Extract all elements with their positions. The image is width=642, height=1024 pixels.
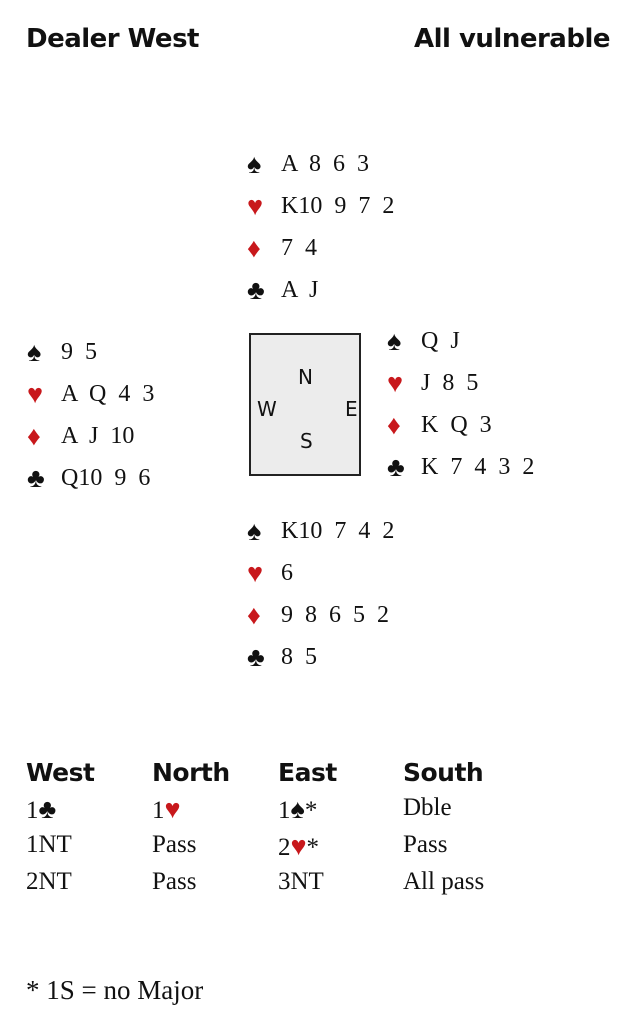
north-clubs: A J (281, 276, 319, 303)
diamond-icon: ♦ (247, 599, 261, 630)
bid-level: Dble (403, 794, 452, 821)
heart-icon: ♥ (387, 367, 404, 398)
south-spades: K10 7 4 2 (281, 517, 395, 544)
bid: Pass (152, 868, 230, 905)
bid: 2♥* (278, 831, 337, 868)
bid-level: 2NT (26, 868, 72, 895)
west-hand: ♠ 9 5 ♥ A Q 4 3 ♦ A J 10 ♣ Q10 9 6 (27, 331, 154, 499)
bid: All pass (403, 868, 484, 905)
bid: 3NT (278, 868, 337, 905)
south-clubs: 8 5 (281, 643, 317, 670)
spade-icon: ♠ (387, 325, 402, 356)
diamond-icon: ♦ (247, 232, 261, 263)
club-icon: ♣ (387, 451, 405, 482)
east-diamonds: K Q 3 (421, 411, 492, 438)
dealer-label: Dealer West (26, 24, 199, 54)
bid: Pass (152, 831, 230, 868)
east-hearts: J 8 5 (421, 369, 479, 396)
compass-table: N W E S (249, 333, 361, 476)
heart-icon: ♥ (247, 190, 264, 221)
bidding-header: West (26, 758, 95, 787)
footnote: * 1S = no Major (26, 975, 204, 1005)
diamond-icon: ♦ (387, 409, 401, 440)
south-diamonds: 9 8 6 5 2 (281, 601, 389, 628)
bid: 1♥ (152, 794, 230, 831)
bid: Dble (403, 794, 484, 831)
club-icon: ♣ (247, 274, 265, 305)
compass-south: S (300, 429, 313, 453)
bidding-header: East (278, 758, 337, 787)
heart-icon: ♥ (290, 831, 307, 861)
south-hearts: 6 (281, 559, 293, 586)
east-hand: ♠ Q J ♥ J 8 5 ♦ K Q 3 ♣ K 7 4 3 2 (387, 320, 534, 488)
spade-icon: ♠ (247, 148, 262, 179)
east-spades: Q J (421, 327, 460, 354)
bidding-header: South (403, 758, 484, 787)
west-hearts: A Q 4 3 (61, 380, 155, 407)
bid-level: All pass (403, 868, 485, 895)
bid-level: 3NT (278, 868, 324, 895)
club-icon: ♣ (38, 794, 57, 824)
bidding-header: North (152, 758, 230, 787)
compass-west: W (257, 397, 277, 421)
bid-level: Pass (403, 831, 448, 858)
heart-icon: ♥ (247, 557, 264, 588)
bid-level: Pass (152, 868, 197, 895)
bid-note: * (304, 797, 318, 824)
compass-north: N (298, 365, 313, 389)
east-clubs: K 7 4 3 2 (421, 453, 535, 480)
bid-level: 1 (26, 797, 39, 824)
heart-icon: ♥ (27, 378, 44, 409)
bid-level: 2 (278, 834, 291, 861)
spade-icon: ♠ (27, 336, 42, 367)
bid: 2NT (26, 868, 94, 905)
west-diamonds: A J 10 (61, 422, 135, 449)
bid: 1NT (26, 831, 94, 868)
west-spades: 9 5 (61, 338, 97, 365)
bid-level: 1NT (26, 831, 72, 858)
bid-level: 1 (278, 797, 291, 824)
club-icon: ♣ (27, 462, 45, 493)
bid: Pass (403, 831, 484, 868)
club-icon: ♣ (247, 641, 265, 672)
heart-icon: ♥ (164, 794, 181, 824)
vulnerability-label: All vulnerable (413, 24, 611, 54)
west-clubs: Q10 9 6 (61, 464, 151, 491)
spade-icon: ♠ (247, 515, 262, 546)
north-hearts: K10 9 7 2 (281, 192, 395, 219)
bid: 1♣ (26, 794, 94, 831)
north-hand: ♠ A 8 6 3 ♥ K10 9 7 2 ♦ 7 4 ♣ A J (247, 143, 394, 311)
bid-level: Pass (152, 831, 197, 858)
bid-level: 1 (152, 797, 165, 824)
bid-note: * (306, 834, 320, 861)
north-diamonds: 7 4 (281, 234, 317, 261)
north-spades: A 8 6 3 (281, 150, 370, 177)
bid: 1♠* (278, 794, 337, 831)
diamond-icon: ♦ (27, 420, 41, 451)
south-hand: ♠ K10 7 4 2 ♥ 6 ♦ 9 8 6 5 2 ♣ 8 5 (247, 510, 394, 678)
spade-icon: ♠ (290, 794, 305, 824)
compass-east: E (345, 397, 358, 421)
